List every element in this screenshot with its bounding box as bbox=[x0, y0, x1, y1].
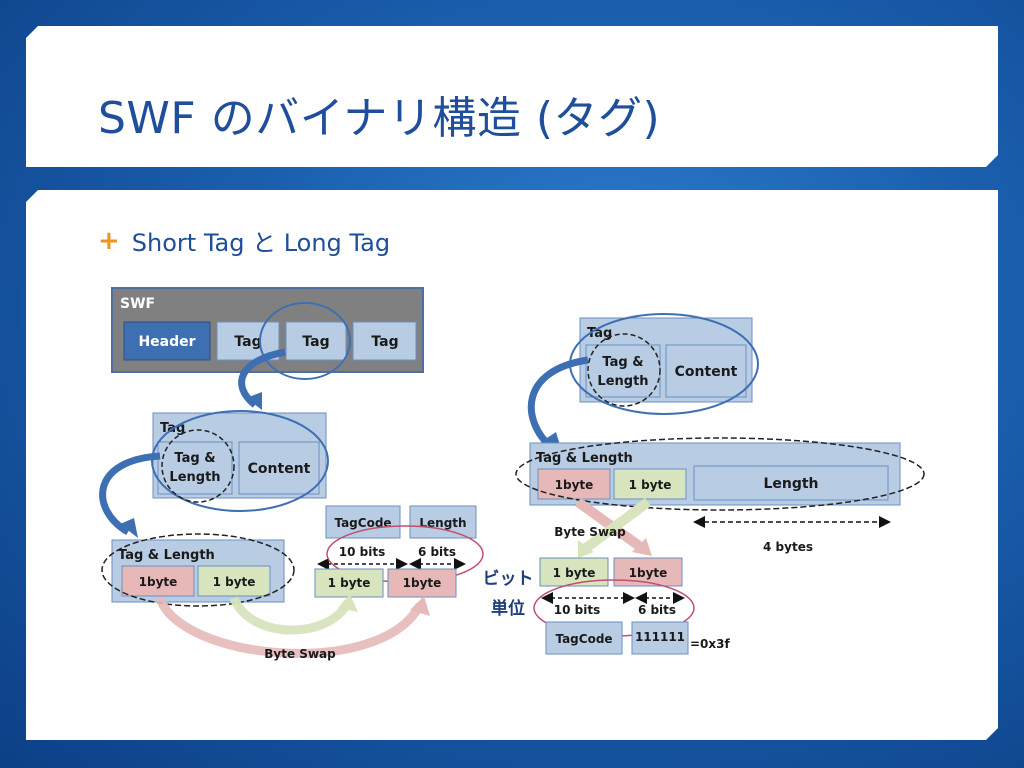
left-swap-a: 1byte bbox=[403, 576, 442, 590]
swf-label: SWF bbox=[120, 296, 155, 312]
left-tagcode: TagCode bbox=[334, 516, 391, 530]
header-label: Header bbox=[138, 334, 195, 350]
svg-text:1byte: 1byte bbox=[139, 575, 178, 589]
svg-text:Tag & Length: Tag & Length bbox=[118, 548, 215, 563]
svg-text:Length: Length bbox=[597, 374, 648, 389]
right-tagcode: TagCode bbox=[555, 632, 612, 646]
left-swap-b: 1 byte bbox=[328, 576, 371, 590]
svg-text:1 byte: 1 byte bbox=[629, 478, 672, 492]
svg-text:1byte: 1byte bbox=[555, 478, 594, 492]
svg-text:10 bits: 10 bits bbox=[339, 545, 385, 559]
svg-text:Tag & Length: Tag & Length bbox=[536, 451, 633, 466]
svg-text:Tag: Tag bbox=[587, 326, 612, 341]
right-byte-swap: Byte Swap bbox=[554, 525, 626, 539]
svg-text:Tag: Tag bbox=[234, 334, 261, 350]
left-length: Length bbox=[419, 516, 466, 530]
svg-text:Tag &: Tag & bbox=[174, 451, 215, 466]
bullet-text: Short Tag と Long Tag bbox=[131, 229, 391, 257]
svg-text:Content: Content bbox=[675, 364, 738, 380]
bit-unit-label-1: ビット bbox=[483, 569, 534, 589]
title-panel bbox=[26, 26, 998, 167]
left-byte-swap: Byte Swap bbox=[264, 647, 336, 661]
bullet-item: + Short Tag と Long Tag bbox=[98, 223, 390, 258]
tag-highlight-ellipse bbox=[259, 302, 351, 380]
bit-unit-label-2: 単位 bbox=[491, 598, 525, 619]
svg-text:Tag: Tag bbox=[302, 334, 329, 350]
slide-title: SWF のバイナリ構造 (タグ) bbox=[98, 93, 661, 144]
tag-box-3 bbox=[352, 321, 417, 361]
right-tag-box: Tag Tag & Length Content bbox=[569, 313, 759, 415]
svg-text:Length: Length bbox=[169, 470, 220, 485]
svg-text:Tag &: Tag & bbox=[602, 355, 643, 370]
header-box bbox=[123, 321, 211, 361]
svg-text:10 bits: 10 bits bbox=[554, 603, 600, 617]
left-tag-length-box: Tag & Length 1byte 1 byte bbox=[101, 533, 295, 607]
svg-text:1byte: 1byte bbox=[629, 566, 668, 580]
plus-bullet-icon: + bbox=[98, 225, 120, 256]
svg-text:1 byte: 1 byte bbox=[553, 566, 596, 580]
right-hex: =0x3f bbox=[690, 637, 730, 651]
svg-text:6 bits: 6 bits bbox=[418, 545, 456, 559]
svg-text:1 byte: 1 byte bbox=[213, 575, 256, 589]
svg-text:6 bits: 6 bits bbox=[638, 603, 676, 617]
tag-box-2 bbox=[285, 321, 347, 361]
svg-text:Tag: Tag bbox=[371, 334, 398, 350]
four-bytes-label: 4 bytes bbox=[763, 540, 813, 554]
svg-text:Length: Length bbox=[763, 476, 818, 492]
left-tag-box: Tag Tag & Length Content bbox=[151, 410, 329, 512]
right-ones: 111111 bbox=[635, 630, 685, 644]
swf-container: SWF Header Tag Tag Tag bbox=[111, 287, 424, 380]
right-tag-length-box: Tag & Length 1byte 1 byte Length bbox=[515, 437, 925, 511]
svg-text:Content: Content bbox=[248, 461, 311, 477]
